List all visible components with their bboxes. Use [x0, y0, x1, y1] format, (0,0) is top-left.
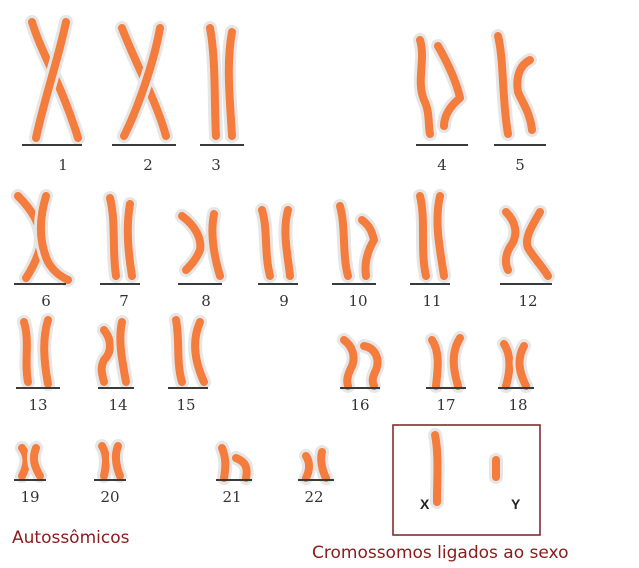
chromosome-label-21: 21: [222, 488, 241, 506]
chromosome-16-chromatid-2: [364, 346, 378, 386]
chromosome-12-chromatid-2-chromatid: [527, 212, 548, 276]
chromosome-13-chromatid-2-chromatid: [44, 320, 48, 384]
chromosome-16-chromatid-1: [344, 340, 354, 386]
chromosome-label-17: 17: [436, 396, 455, 414]
chromosome-18-chromatid-2: [520, 346, 526, 386]
chromosome-10-chromatid-1: [340, 206, 348, 276]
chromosome-20-chromatid-2: [116, 446, 120, 476]
chromosome-22-chromatid-1-chromatid: [306, 456, 309, 478]
chromosome-15-chromatid-1: [176, 320, 182, 382]
chromosome-21-chromatid-2: [236, 458, 247, 478]
chromosome-label-11: 11: [422, 292, 441, 310]
chromosome-label-2: 2: [143, 156, 153, 174]
chromosome-label-20: 20: [100, 488, 119, 506]
chromosome-label-4: 4: [437, 156, 447, 174]
chromosome-12-chromatid-2: [527, 212, 548, 276]
chromosome-label-3: 3: [211, 156, 221, 174]
sex-linked-caption: Cromossomos ligados ao sexo: [312, 543, 568, 563]
chromosome-9-chromatid-1: [262, 210, 270, 276]
chromosome-8-chromatid-1: [182, 216, 200, 270]
chromosome-22-chromatid-2: [321, 452, 326, 478]
chromosome-3-chromatid-1: [210, 28, 216, 136]
chromosome-14-chromatid-1: [102, 330, 110, 382]
chromosome-7-chromatid-2-chromatid: [128, 204, 132, 276]
chromosome-label-13: 13: [28, 396, 47, 414]
chromosome-12-chromatid-1: [506, 212, 515, 270]
chromosome-5-chromatid-1: [498, 36, 508, 134]
chromosome-label-18: 18: [508, 396, 527, 414]
chromosome-13-chromatid-2: [44, 320, 48, 384]
sex-chromosome-box: [393, 425, 540, 535]
chromosome-7-chromatid-2: [128, 204, 132, 276]
autosomal-caption: Autossômicos: [12, 528, 129, 548]
chromosome-9-chromatid-2-chromatid: [285, 210, 290, 276]
chromosome-label-7: 7: [119, 292, 129, 310]
chromosome-13-chromatid-1: [24, 322, 28, 382]
chromosome-7-chromatid-1: [110, 198, 116, 276]
chromosome-11-chromatid-1-chromatid: [420, 196, 426, 276]
chromosome-6-chromatid-2: [41, 196, 68, 280]
chromosome-label-19: 19: [20, 488, 39, 506]
chromosome-4-chromatid-2: [438, 46, 460, 126]
baseline-layer: [14, 145, 552, 480]
chromosome-19-chromatid-2: [34, 448, 40, 476]
chromosome-15-chromatid-1-chromatid: [176, 320, 182, 382]
chromosome-20-chromatid-2-chromatid: [116, 446, 120, 476]
chromosome-x-chromatid: [435, 435, 438, 502]
chromosome-label-12: 12: [518, 292, 537, 310]
chromosome-5-chromatid-2: [517, 60, 532, 130]
chromosome-21-chromatid-1: [222, 448, 225, 478]
chromosome-18-chromatid-1: [504, 344, 510, 386]
sex-label-x: X: [420, 496, 430, 512]
chromosome-11-chromatid-1: [420, 196, 426, 276]
chromosome-label-9: 9: [279, 292, 289, 310]
chromosome-label-14: 14: [108, 396, 127, 414]
chromosome-label-15: 15: [176, 396, 195, 414]
chromosome-11-chromatid-2: [437, 196, 444, 276]
chromosome-19-chromatid-1-chromatid: [22, 448, 27, 476]
chromosome-label-5: 5: [515, 156, 525, 174]
chromosome-4-chromatid-1: [420, 40, 430, 134]
chromosome-label-1: 1: [58, 156, 68, 174]
chromosome-20-chromatid-1: [102, 446, 106, 476]
chromosome-label-6: 6: [41, 292, 51, 310]
chromosome-label-16: 16: [350, 396, 369, 414]
chromosome-17-chromatid-2: [454, 338, 460, 386]
chromosome-19-chromatid-1: [22, 448, 27, 476]
chromosome-10-chromatid-2: [362, 220, 374, 276]
chromosome-label-8: 8: [201, 292, 211, 310]
sex-label-y: Y: [511, 496, 521, 512]
chromosome-14-chromatid-2: [120, 322, 126, 382]
chromosome-21-chromatid-1-chromatid: [222, 448, 225, 478]
chromosome-22-chromatid-2-chromatid: [321, 452, 326, 478]
chromosome-x: [435, 435, 438, 502]
chromosome-20-chromatid-1-chromatid: [102, 446, 106, 476]
chromosome-3-chromatid-2: [229, 32, 232, 136]
chromosome-label-22: 22: [304, 488, 323, 506]
chromosome-17-chromatid-1: [432, 340, 438, 386]
chromosome-label-10: 10: [348, 292, 367, 310]
chromosome-3-chromatid-2-chromatid: [229, 32, 232, 136]
chromosome-layer: [18, 22, 548, 478]
chromosome-9-chromatid-2: [285, 210, 290, 276]
chromosome-22-chromatid-1: [306, 456, 309, 478]
chromosome-8-chromatid-2: [212, 214, 220, 276]
chromosome-13-chromatid-1-chromatid: [24, 322, 28, 382]
chromosome-15-chromatid-2: [195, 322, 204, 382]
chromosome-7-chromatid-1-chromatid: [110, 198, 116, 276]
